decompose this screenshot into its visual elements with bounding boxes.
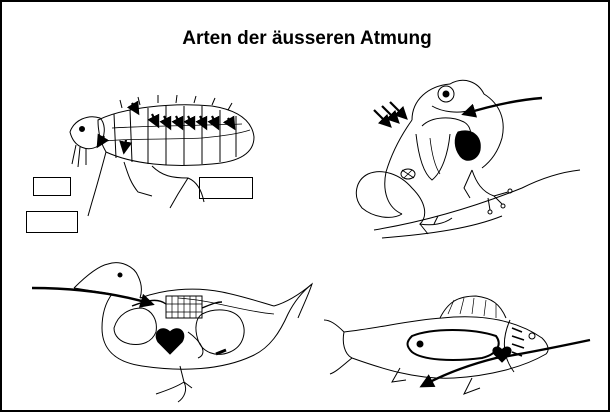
duck-icon bbox=[32, 263, 312, 402]
flea-icon bbox=[70, 95, 254, 216]
frog-icon bbox=[356, 80, 580, 238]
fish-icon bbox=[324, 296, 590, 394]
